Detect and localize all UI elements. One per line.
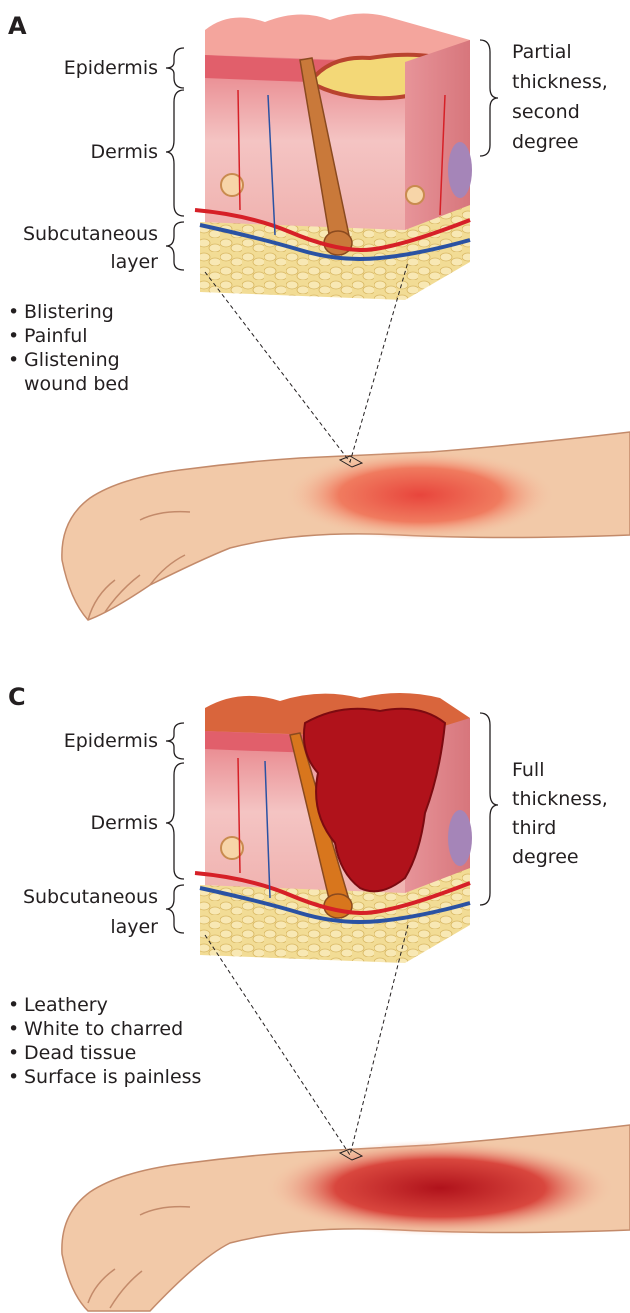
depth-brace — [480, 713, 498, 905]
dermis-label: Dermis — [91, 140, 158, 164]
feature-list: Leathery White to charred Dead tissue Su… — [8, 993, 201, 1089]
dermis-brace — [166, 90, 184, 216]
feature-item-continuation: wound bed — [24, 372, 129, 396]
subcutaneous-label-line1: Subcutaneous — [23, 885, 158, 909]
epidermis-label: Epidermis — [64, 56, 158, 80]
subcutaneous-brace — [166, 885, 184, 933]
panel-letter: A — [8, 12, 27, 40]
hair-bulb — [324, 894, 352, 918]
panel-letter: C — [8, 683, 26, 711]
subcutaneous-label-line2: layer — [110, 915, 158, 939]
depth-brace — [480, 40, 498, 156]
subcutaneous-label-line1: Subcutaneous — [23, 222, 158, 246]
feature-item: Painful — [8, 324, 120, 348]
panel-c-full-thickness: C Epidermis Dermis Subcutaneous layer Fu… — [0, 663, 630, 1313]
depth-label-line3: third — [512, 816, 556, 840]
epidermis-brace — [166, 723, 184, 759]
burn-wound — [265, 1140, 615, 1236]
panel-a-partial-thickness: A Epidermis Dermis Subcutaneous layer Pa… — [0, 0, 630, 650]
depth-label-line1: Partial — [512, 40, 572, 64]
epidermis-brace — [166, 48, 184, 88]
feature-item: Dead tissue — [8, 1041, 201, 1065]
feature-item: Glistening — [8, 348, 120, 372]
feature-item: Blistering — [8, 300, 120, 324]
dermis-label: Dermis — [91, 811, 158, 835]
depth-label-line4: degree — [512, 130, 579, 154]
depth-label-line3: second — [512, 100, 580, 124]
feature-list: Blistering Painful Glistening — [8, 300, 120, 372]
epidermis-label: Epidermis — [64, 729, 158, 753]
subcutaneous-brace — [166, 222, 184, 270]
subcutaneous-label-line2: layer — [110, 250, 158, 274]
feature-item: Surface is painless — [8, 1065, 201, 1089]
gland — [448, 142, 472, 198]
feature-item: Leathery — [8, 993, 201, 1017]
depth-label-line2: thickness, — [512, 70, 608, 94]
depth-label-line1: Full — [512, 758, 545, 782]
depth-label-line2: thickness, — [512, 787, 608, 811]
gland — [448, 810, 472, 866]
sweat-gland — [406, 186, 424, 204]
feature-item: White to charred — [8, 1017, 201, 1041]
dermis-brace — [166, 763, 184, 879]
depth-label-line4: degree — [512, 845, 579, 869]
burn-wound — [285, 450, 555, 540]
hair-bulb — [324, 231, 352, 255]
